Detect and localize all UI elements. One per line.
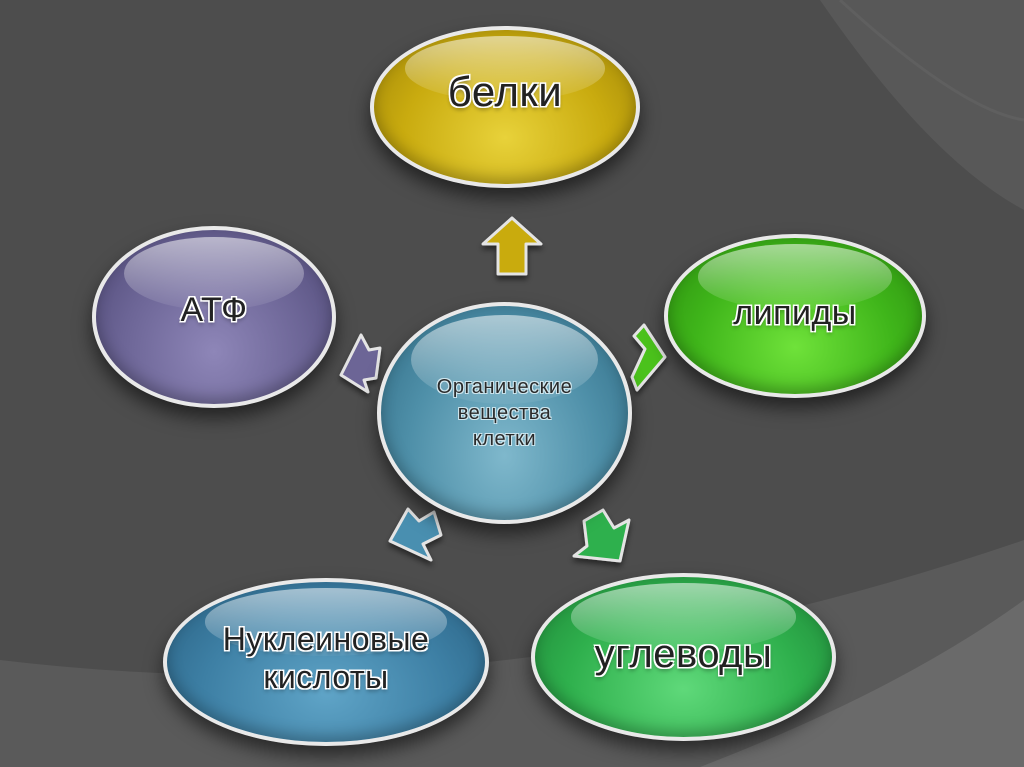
node-nukleinovye-kisloty: Нуклеиновые кислоты bbox=[163, 578, 489, 746]
node-lipidy: липиды bbox=[664, 234, 926, 398]
node-center-label: Органические вещества клетки bbox=[436, 376, 573, 450]
arrow-to-left bbox=[339, 333, 382, 394]
node-center-organic-substances: Органические вещества клетки bbox=[377, 302, 632, 524]
node-lipidy-label: липиды bbox=[733, 293, 857, 332]
arrow-to-bottomright bbox=[572, 508, 631, 563]
background-curve bbox=[838, 0, 1024, 122]
node-belki: белки bbox=[370, 26, 640, 188]
node-uglevody: углеводы bbox=[531, 573, 836, 741]
arrow-to-top bbox=[481, 216, 543, 276]
node-atf: АТФ bbox=[92, 226, 336, 408]
node-uglevody-label: углеводы bbox=[594, 631, 773, 676]
arrow-to-right bbox=[630, 323, 667, 392]
background-band-top bbox=[820, 0, 1024, 210]
node-atf-label: АТФ bbox=[180, 290, 248, 329]
node-belki-label: белки bbox=[447, 68, 563, 115]
node-nukleinovye-kisloty-label: Нуклеиновые кислоты bbox=[222, 621, 430, 695]
arrow-to-bottomleft bbox=[388, 507, 443, 562]
background-corner bbox=[700, 600, 1024, 767]
